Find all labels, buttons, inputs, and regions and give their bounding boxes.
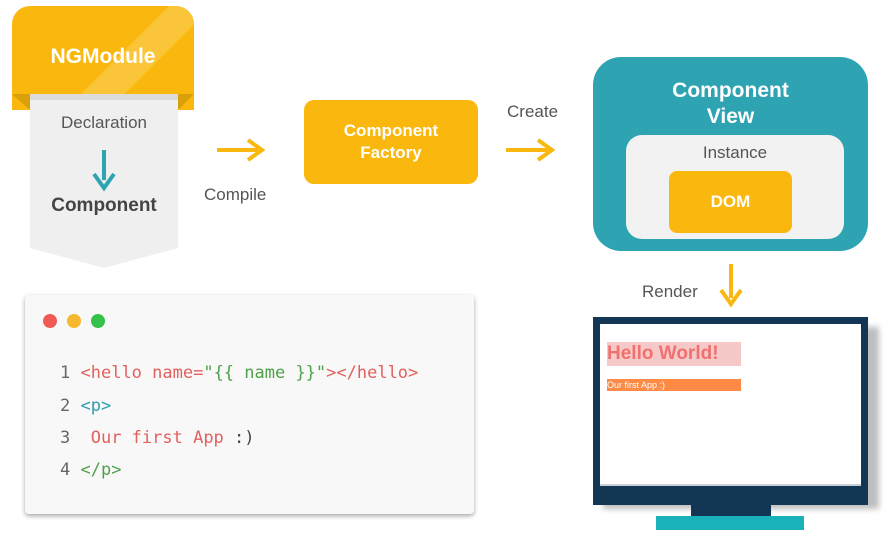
- line-number: 4: [60, 460, 71, 480]
- code-window: [25, 295, 474, 514]
- code-tag: ></hello>: [326, 363, 419, 383]
- render-label: Render: [642, 282, 698, 301]
- module-card: [30, 94, 178, 268]
- ngmodule-fold-right: [178, 94, 194, 110]
- view-title-line2: View: [706, 105, 755, 128]
- maximize-dot-icon: [91, 314, 105, 328]
- rendered-heading: Hello World!: [607, 342, 741, 366]
- component-label: Component: [51, 195, 157, 216]
- screen-divider: [600, 484, 861, 486]
- compile-label: Compile: [204, 185, 267, 204]
- code-text: :): [223, 428, 255, 448]
- component-factory-box: Component Factory: [304, 100, 478, 184]
- code-text: Our first App: [90, 428, 224, 448]
- compile-arrow-icon: [217, 138, 266, 162]
- monitor-stand: [691, 505, 771, 518]
- rendered-paragraph: Our first App :): [607, 379, 741, 391]
- create-label: Create: [507, 102, 559, 121]
- code-line: 2 <p>: [60, 396, 111, 416]
- factory-title-line2: Factory: [360, 143, 422, 162]
- code-tag: <hello name=: [80, 363, 204, 383]
- dom-box: DOM: [669, 171, 792, 233]
- dom-label: DOM: [710, 192, 751, 211]
- line-number: 2: [60, 396, 71, 416]
- code-line: 1 <hello name="{{ name }}"></hello>: [60, 363, 418, 383]
- factory-title-line1: Component: [343, 121, 439, 140]
- line-number: 3: [60, 428, 71, 448]
- code-line: 3 Our first App :): [60, 428, 255, 448]
- create-arrow-icon: [506, 138, 556, 162]
- code-string: "{{ name }}": [203, 363, 327, 383]
- code-tag: </p>: [80, 460, 122, 480]
- ngmodule-title: NGModule: [50, 45, 156, 68]
- ngmodule-fold-left: [12, 94, 30, 110]
- render-arrow-icon: [719, 264, 743, 308]
- monitor-base: [656, 516, 804, 530]
- component-view-title: Component View: [593, 78, 868, 130]
- instance-label: Instance: [702, 143, 768, 162]
- view-title-line1: Component: [672, 79, 789, 102]
- ngmodule-block: [12, 6, 194, 110]
- code-tag: <p>: [80, 396, 112, 416]
- code-line: 4 </p>: [60, 460, 121, 480]
- minimize-dot-icon: [67, 314, 81, 328]
- declaration-label: Declaration: [61, 113, 147, 132]
- down-arrow-icon: [92, 150, 116, 192]
- close-dot-icon: [43, 314, 57, 328]
- line-number: 1: [60, 363, 71, 383]
